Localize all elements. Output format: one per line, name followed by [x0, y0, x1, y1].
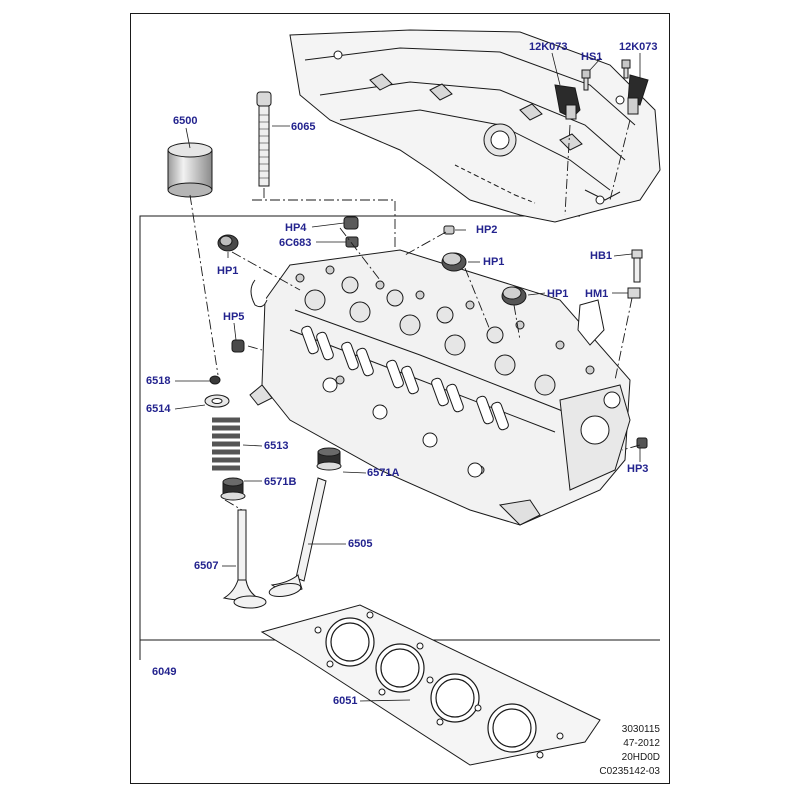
assembly-lines — [189, 119, 641, 511]
reference-code-4: C0235142-03 — [599, 766, 660, 777]
callout-6514: 6514 — [146, 403, 171, 415]
callout-6065: 6065 — [291, 121, 316, 133]
tappet-6500 — [167, 142, 213, 198]
callout-hp5: HP5 — [223, 311, 245, 323]
callout-12k073-right: 12K073 — [619, 41, 658, 53]
reference-code-2: 47-2012 — [623, 738, 660, 749]
plugs-and-seals — [209, 216, 648, 449]
callout-hb1: HB1 — [590, 250, 613, 262]
head-bolt-6065 — [256, 91, 272, 187]
camshaft-cover — [289, 29, 661, 223]
callout-hp3: HP3 — [627, 463, 649, 475]
callout-6513: 6513 — [264, 440, 289, 452]
callout-6518: 6518 — [146, 375, 171, 387]
valve-train-parts — [204, 394, 342, 501]
valve-6507 — [222, 509, 267, 609]
callout-hp1-left: HP1 — [217, 265, 239, 277]
callout-6505: 6505 — [348, 538, 373, 550]
reference-code-3: 20HD0D — [621, 752, 660, 763]
callout-hs1: HS1 — [581, 51, 603, 63]
head-gasket-6051 — [260, 604, 601, 766]
callout-6507: 6507 — [194, 560, 219, 572]
callout-6049: 6049 — [152, 666, 177, 678]
callout-12k073-left: 12K073 — [529, 41, 568, 53]
callout-hp1-right: HP1 — [547, 288, 569, 300]
valve-6505 — [268, 477, 327, 598]
callout-hm1: HM1 — [585, 288, 609, 300]
callout-6571b: 6571B — [264, 476, 297, 488]
leader-lines — [174, 52, 641, 702]
callout-6500: 6500 — [173, 115, 198, 127]
cylinder-head — [249, 249, 631, 526]
camshaft-sensors — [554, 59, 649, 120]
diagram-border — [130, 13, 670, 784]
callout-6051: 6051 — [333, 695, 358, 707]
callout-6571a: 6571A — [367, 467, 400, 479]
callout-hp4: HP4 — [285, 222, 307, 234]
callout-hp2: HP2 — [476, 224, 498, 236]
reference-code-1: 3030115 — [621, 724, 660, 735]
callout-6c683: 6C683 — [279, 237, 312, 249]
callout-hp1-middle: HP1 — [483, 256, 505, 268]
